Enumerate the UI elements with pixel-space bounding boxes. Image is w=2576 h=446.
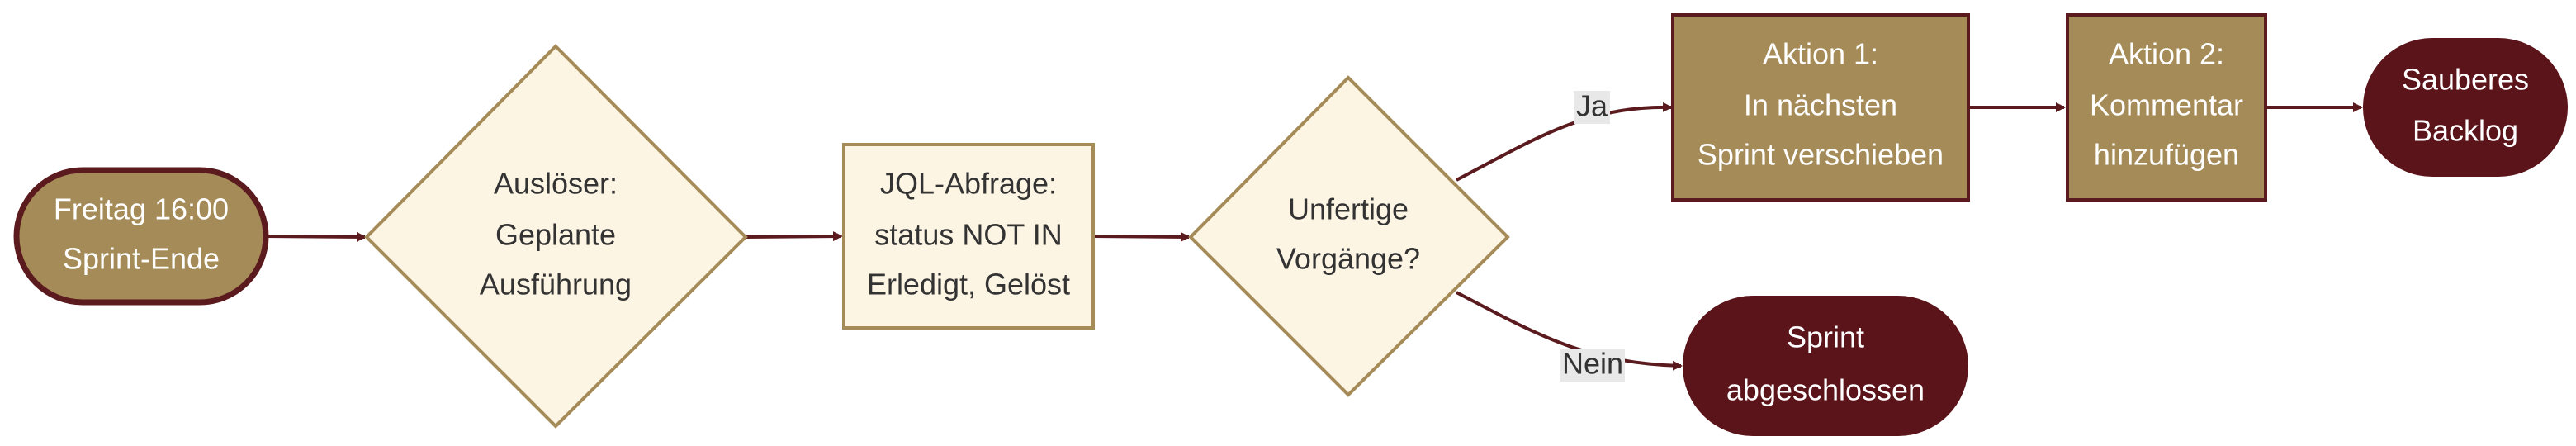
node-action1-shape xyxy=(1671,13,1970,202)
node-trigger-shape xyxy=(364,44,748,429)
node-clean-shape xyxy=(2363,38,2568,177)
node-start-line2: Sprint-Ende xyxy=(63,242,220,276)
edge-start-to-trigger xyxy=(265,231,367,242)
node-query-line2: status NOT IN xyxy=(874,218,1062,252)
node-action2: Aktion 2: Kommentar hinzufügen xyxy=(2066,13,2267,202)
node-trigger: Auslöser: Geplante Ausführung xyxy=(364,44,748,429)
node-trigger-line2: Geplante xyxy=(495,218,616,252)
node-start: Freitag 16:00 Sprint-Ende xyxy=(13,167,269,306)
node-action2-shape xyxy=(2066,13,2267,202)
node-clean-line2: Backlog xyxy=(2413,114,2518,148)
node-action2-line1: Aktion 2: xyxy=(2109,37,2224,71)
edges xyxy=(265,102,2363,371)
node-clean-line1: Sauberes xyxy=(2402,63,2529,97)
edge-label-yes-text: Ja xyxy=(1576,89,1608,123)
node-trigger-line1: Auslöser: xyxy=(494,167,618,201)
node-action1-line2: In nächsten xyxy=(1744,88,1897,122)
node-action1: Aktion 1: In nächsten Sprint verschieben xyxy=(1671,13,1970,202)
node-clean: Sauberes Backlog xyxy=(2363,38,2568,177)
node-decision-shape xyxy=(1188,75,1510,397)
node-decision-line1: Unfertige xyxy=(1288,192,1409,226)
edge-label-yes-bg xyxy=(1574,91,1610,124)
node-done: Sprint abgeschlossen xyxy=(1683,296,1968,436)
node-start-line1: Freitag 16:00 xyxy=(54,192,229,226)
edge-decision-yes xyxy=(1456,102,1673,182)
node-done-line1: Sprint xyxy=(1787,320,1864,354)
edge-trigger-to-query xyxy=(745,231,843,242)
edge-label-no: Nein xyxy=(1560,347,1625,382)
node-query-line3: Erledigt, Gelöst xyxy=(867,268,1070,301)
edge-query-to-decision xyxy=(1092,231,1191,242)
node-done-line2: abgeschlossen xyxy=(1726,373,1925,407)
node-decision: Unfertige Vorgänge? xyxy=(1188,75,1510,397)
node-query-shape xyxy=(842,143,1095,330)
node-start-shape xyxy=(13,167,269,306)
node-trigger-line3: Ausführung xyxy=(480,268,632,301)
node-action1-line1: Aktion 1: xyxy=(1763,37,1878,71)
node-action2-line3: hinzufügen xyxy=(2094,138,2239,172)
node-query-line1: JQL-Abfrage: xyxy=(880,167,1057,201)
node-action2-line2: Kommentar xyxy=(2090,88,2243,122)
edge-label-no-bg xyxy=(1560,349,1625,382)
edge-decision-no xyxy=(1456,291,1683,371)
edge-label-no-text: Nein xyxy=(1562,347,1623,381)
node-query: JQL-Abfrage: status NOT IN Erledigt, Gel… xyxy=(842,143,1095,330)
node-action1-line3: Sprint verschieben xyxy=(1698,138,1944,172)
node-decision-line2: Vorgänge? xyxy=(1276,242,1420,276)
edge-label-yes: Ja xyxy=(1574,89,1610,124)
node-done-shape xyxy=(1683,296,1968,436)
